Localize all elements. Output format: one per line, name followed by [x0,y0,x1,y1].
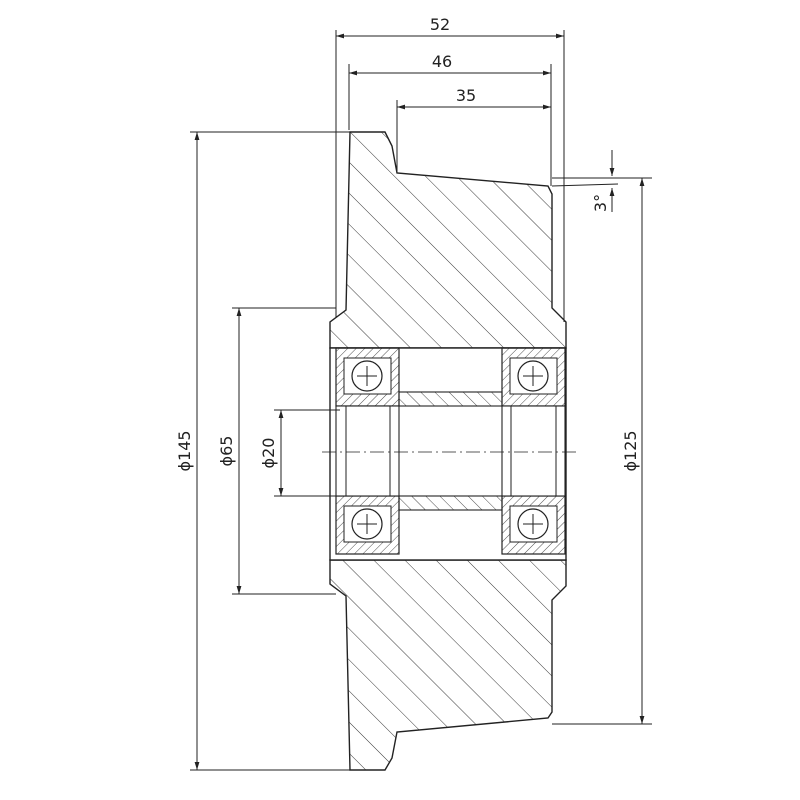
bearing-top-right [501,347,566,407]
dim-text-52: 52 [430,15,450,34]
spacer-top [398,391,503,407]
spacer-bottom [398,495,503,511]
dim-text-145: ϕ145 [175,430,194,471]
bearing-top-left [335,347,400,407]
dim-text-125: ϕ125 [621,430,640,471]
wheel-body-lower [329,559,567,771]
wheel-body-upper [329,131,567,349]
dim-text-46: 46 [432,52,452,71]
dim-text-20: ϕ20 [259,438,278,469]
dim-text-angle: 3° [591,194,610,212]
dim-text-65: ϕ65 [217,436,236,467]
bearing-bottom-left [335,495,400,555]
dim-text-35: 35 [456,86,476,105]
inner-race-right [501,405,566,497]
bearing-bottom-right [501,495,566,555]
